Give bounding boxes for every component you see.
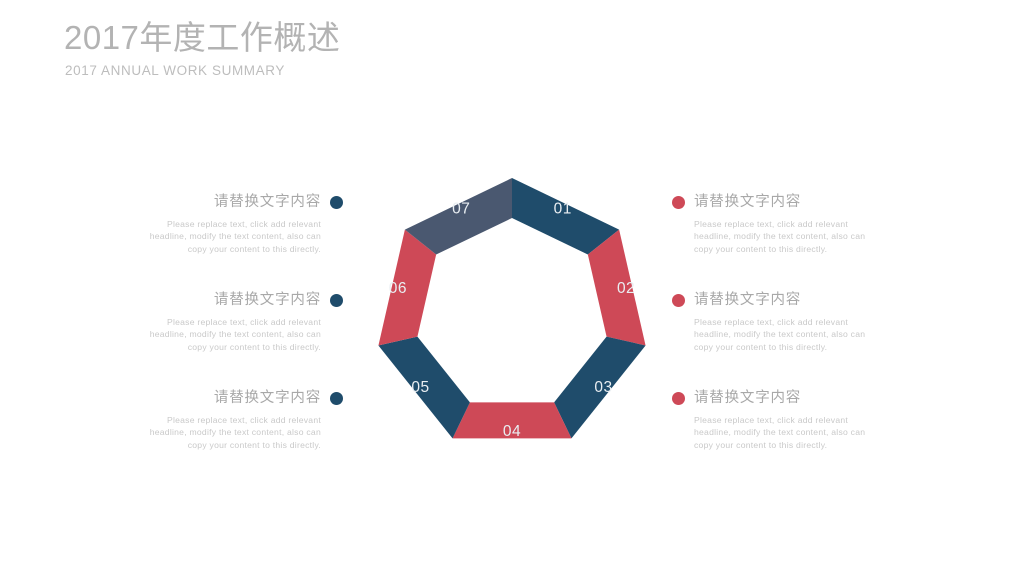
callout-heading-row: 请替换文字内容 [138,291,343,310]
page-title: 2017年度工作概述 [64,19,341,56]
callout-title: 请替换文字内容 [213,292,321,308]
callout-right-3[interactable]: 请替换文字内容 Please replace text, click add r… [672,389,877,451]
callout-body: Please replace text, click add relevant … [149,317,321,352]
bullet-dot-icon [330,392,343,405]
callout-body: Please replace text, click add relevant … [694,219,866,254]
bullet-dot-icon [672,392,685,405]
ring-segment-label-05: 05 [411,379,429,396]
callout-heading-row: 请替换文字内容 [672,193,877,212]
ring-segment-label-04: 04 [503,423,521,440]
callout-left-2[interactable]: 请替换文字内容 Please replace text, click add r… [138,291,343,353]
callout-right-2[interactable]: 请替换文字内容 Please replace text, click add r… [672,291,877,353]
ring-segment-04[interactable] [452,402,572,439]
ring-segment-01[interactable] [512,178,620,255]
callout-heading-row: 请替换文字内容 [138,193,343,212]
callout-title: 请替换文字内容 [213,390,321,406]
callout-right-1[interactable]: 请替换文字内容 Please replace text, click add r… [672,193,877,255]
page-subtitle: 2017 ANNUAL WORK SUMMARY [65,63,285,78]
callout-heading-row: 请替换文字内容 [672,291,877,310]
callout-title: 请替换文字内容 [694,292,802,308]
callout-heading-row: 请替换文字内容 [672,389,877,408]
heptagon-ring-svg: 01 02 03 04 05 06 07 [378,178,646,440]
ring-segment-07[interactable] [404,178,512,255]
heptagon-ring-diagram: 01 02 03 04 05 06 07 [362,165,662,465]
callout-body: Please replace text, click add relevant … [149,219,321,254]
bullet-dot-icon [330,196,343,209]
ring-segment-02[interactable] [587,229,646,346]
callout-left-1[interactable]: 请替换文字内容 Please replace text, click add r… [138,193,343,255]
callout-body: Please replace text, click add relevant … [694,317,866,352]
callout-title: 请替换文字内容 [694,390,802,406]
ring-segment-label-07: 07 [452,201,470,218]
callout-body: Please replace text, click add relevant … [694,415,866,450]
bullet-dot-icon [330,294,343,307]
ring-segment-label-03: 03 [594,379,612,396]
ring-segment-06[interactable] [378,229,437,346]
bullet-dot-icon [672,294,685,307]
ring-segment-label-01: 01 [554,201,572,218]
ring-segment-03[interactable] [554,336,646,439]
ring-segment-05[interactable] [378,336,470,439]
ring-segment-label-02: 02 [617,280,635,297]
slide-header: 2017年度工作概述 2017 ANNUAL WORK SUMMARY [64,18,664,80]
callout-body: Please replace text, click add relevant … [149,415,321,450]
callout-left-3[interactable]: 请替换文字内容 Please replace text, click add r… [138,389,343,451]
callout-heading-row: 请替换文字内容 [138,389,343,408]
callout-title: 请替换文字内容 [694,194,802,210]
callout-title: 请替换文字内容 [213,194,321,210]
bullet-dot-icon [672,196,685,209]
ring-segment-label-06: 06 [389,280,407,297]
